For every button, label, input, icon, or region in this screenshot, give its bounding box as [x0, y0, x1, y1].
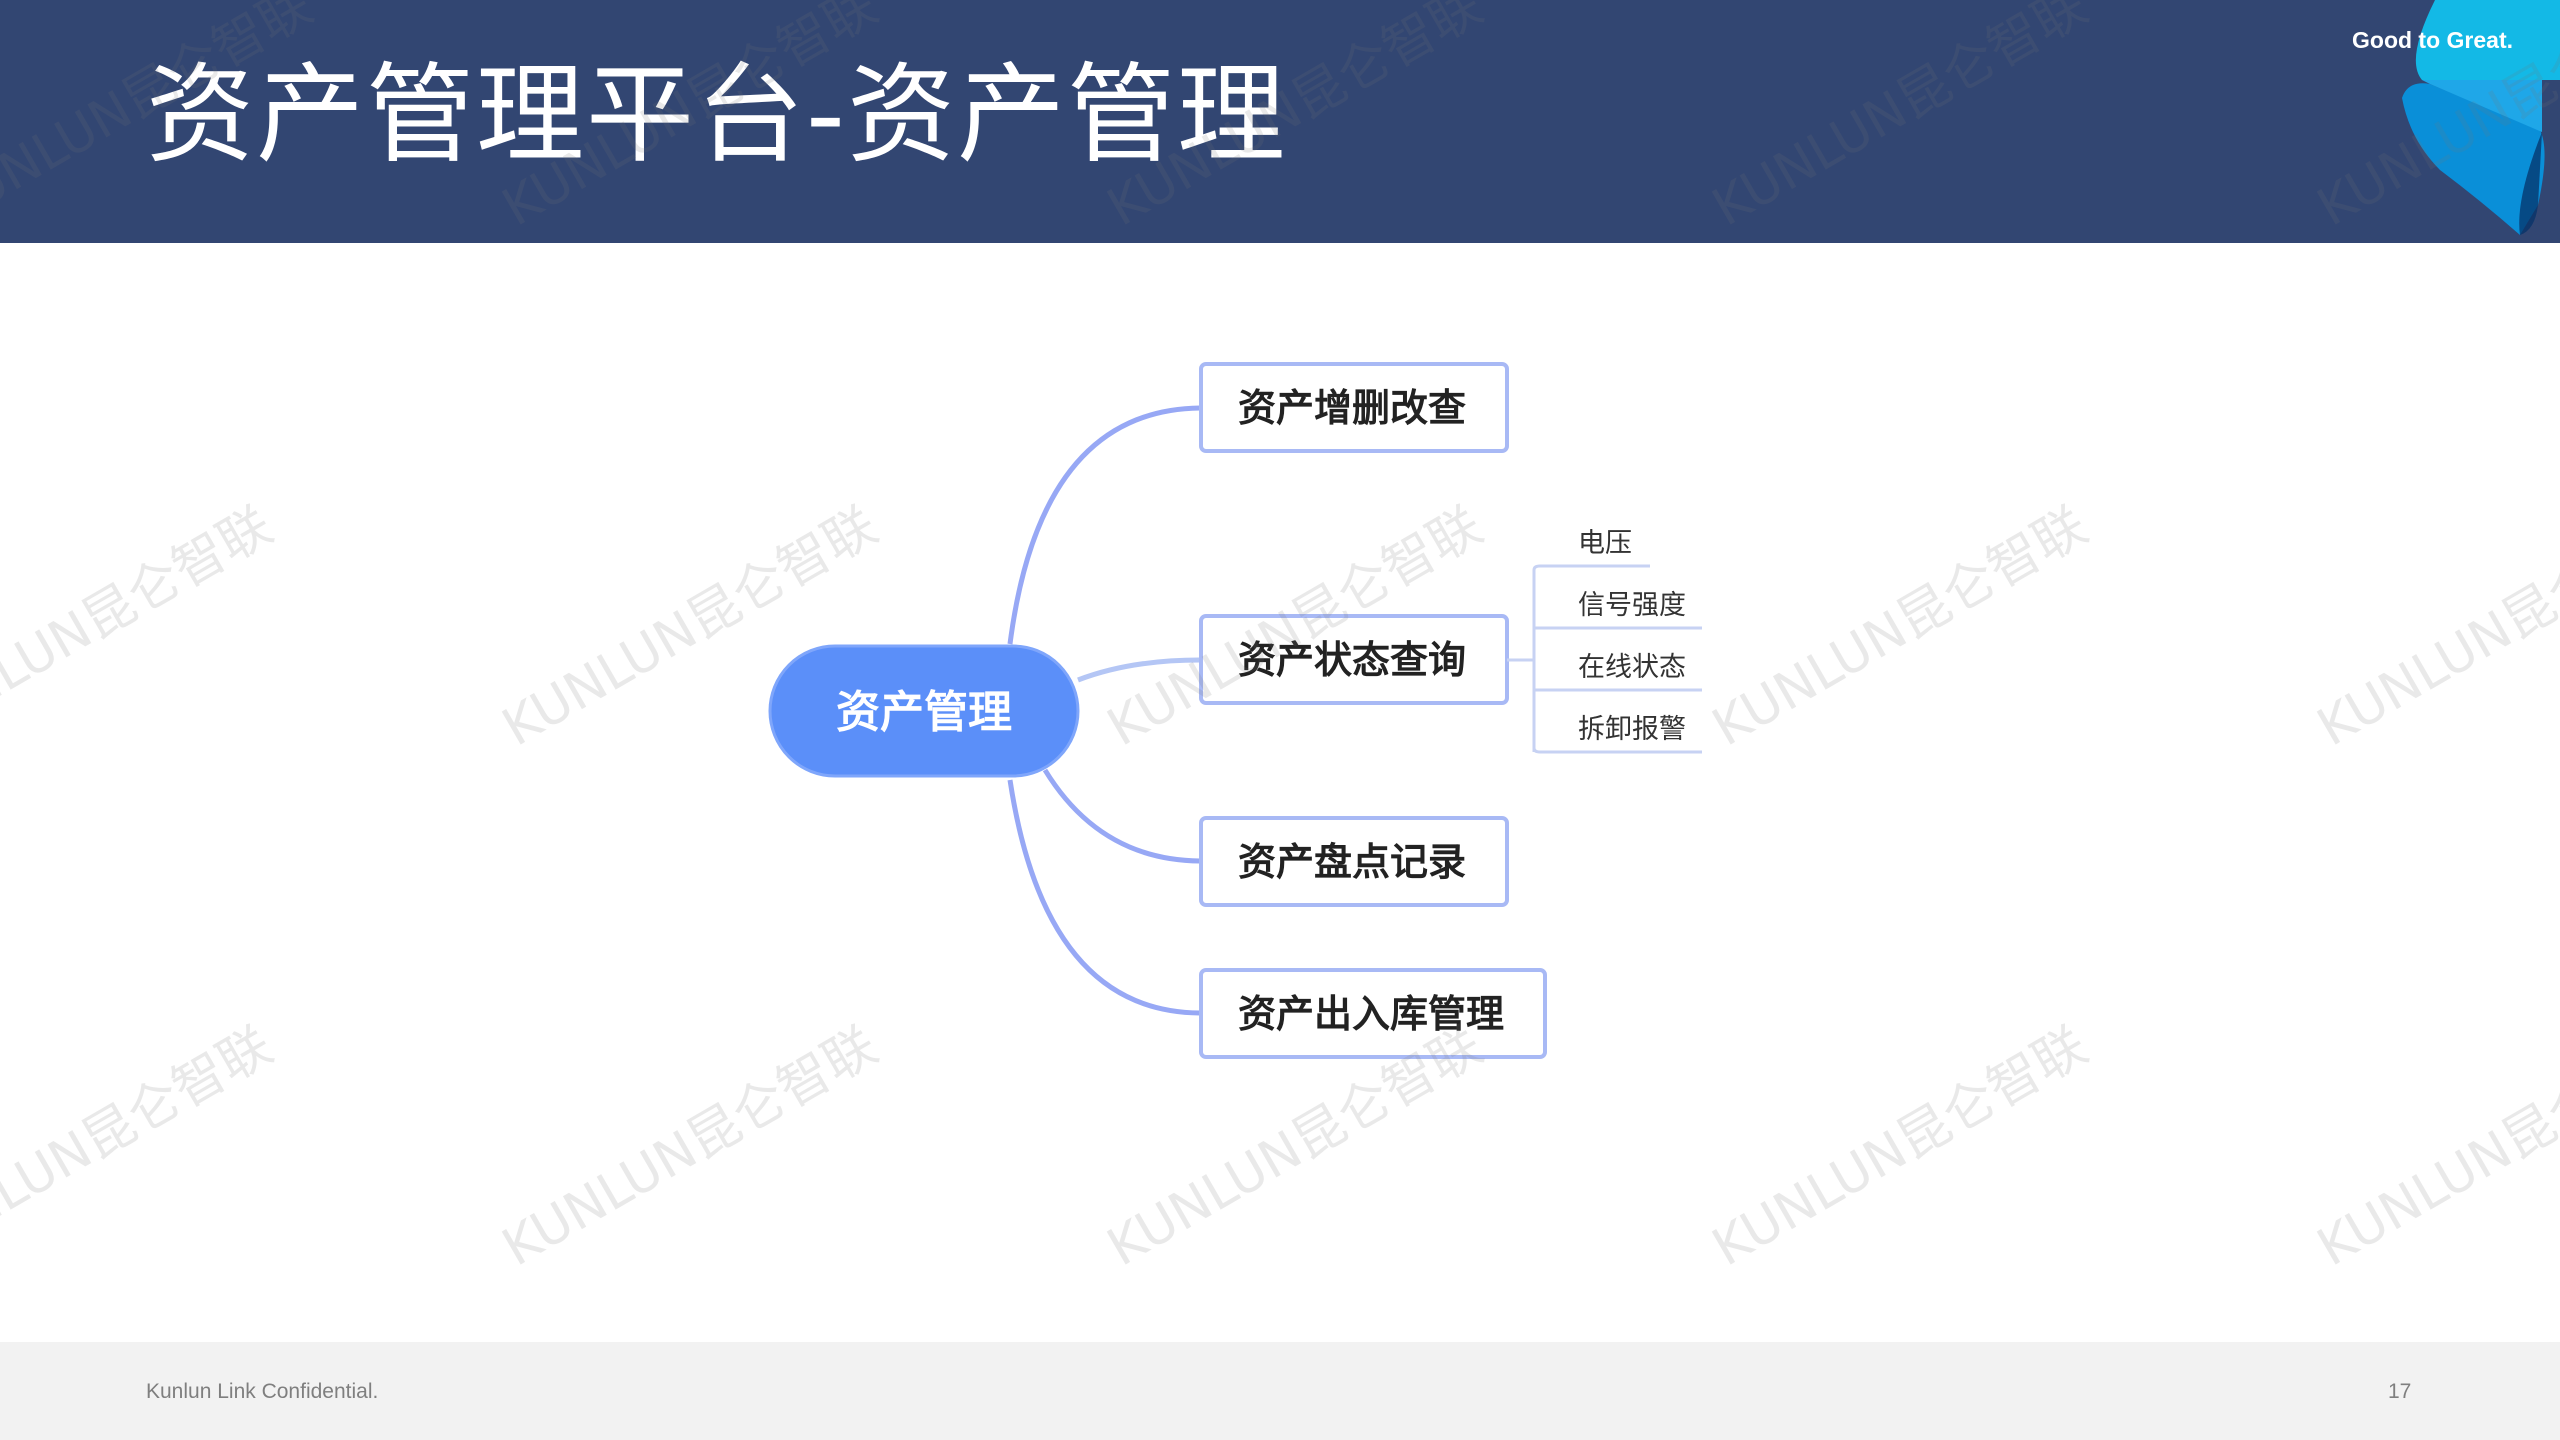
- connector-branch-1: [1007, 405, 1201, 645]
- connector-branch-3: [1042, 768, 1201, 864]
- sub-node-signal-strength[interactable]: 信号强度: [1578, 590, 1686, 621]
- slide-header: 资产管理平台-资产管理: [0, 0, 2560, 243]
- brand-tagline: Good to Great.: [2352, 27, 2513, 53]
- root-node[interactable]: 资产管理: [768, 644, 1080, 778]
- connector-branch-4: [1007, 779, 1201, 1016]
- branch-label: 资产状态查询: [1238, 638, 1466, 682]
- sub-node-online-status[interactable]: 在线状态: [1578, 652, 1686, 683]
- branch-label: 资产出入库管理: [1238, 992, 1504, 1036]
- brand-ribbon-logo: [2402, 0, 2560, 235]
- page-number: 17: [2388, 1380, 2412, 1403]
- page-title: 资产管理平台-资产管理: [146, 53, 1287, 178]
- branch-label: 资产盘点记录: [1238, 840, 1466, 884]
- slide-footer: Kunlun Link Confidential. 17: [0, 1342, 2560, 1440]
- root-node-label: 资产管理: [836, 687, 1012, 738]
- connector-branch-2: [1077, 657, 1201, 683]
- branch-node-asset-status-query[interactable]: 资产状态查询: [1199, 614, 1509, 705]
- confidential-notice: Kunlun Link Confidential.: [146, 1380, 379, 1403]
- branch-node-asset-inventory-record[interactable]: 资产盘点记录: [1199, 816, 1509, 907]
- branch-node-asset-warehouse-management[interactable]: 资产出入库管理: [1199, 968, 1547, 1059]
- sub-node-tamper-alarm[interactable]: 拆卸报警: [1578, 714, 1686, 745]
- branch-node-asset-crud[interactable]: 资产增删改查: [1199, 362, 1509, 453]
- branch-label: 资产增删改查: [1238, 386, 1466, 430]
- sub-node-voltage[interactable]: 电压: [1578, 528, 1632, 559]
